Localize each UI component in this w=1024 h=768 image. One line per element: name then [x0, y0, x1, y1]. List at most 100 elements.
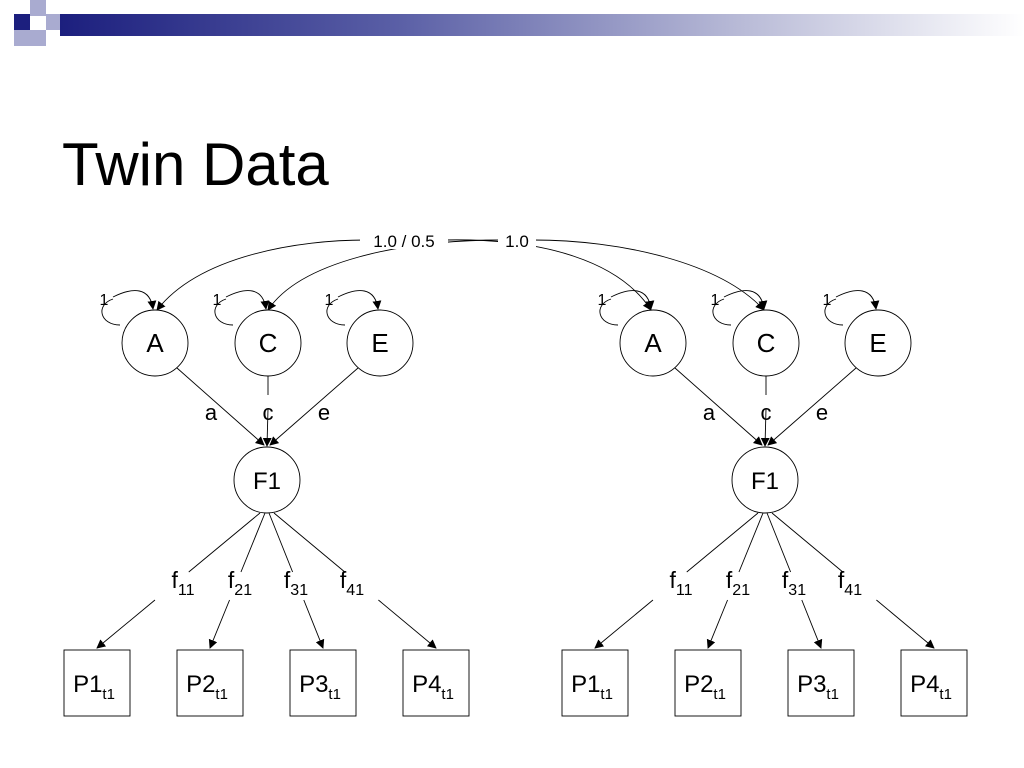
factor-loading-label-subscript: 31 [290, 582, 308, 599]
indicator-box [402, 649, 470, 717]
variance-loop [599, 298, 619, 326]
e-latent-circle [844, 309, 912, 377]
indicator-label-main: P3 [299, 671, 328, 698]
factor-loading-path [240, 512, 266, 573]
a-loading-label: a [703, 400, 716, 425]
factor-loading-path [766, 512, 792, 573]
a-loading-path [674, 367, 763, 446]
logo-square-dark [14, 14, 30, 30]
factor-loading-label: f21 [726, 567, 750, 599]
factor-loading-label-main: f [284, 567, 291, 593]
logo-square-light [46, 14, 62, 30]
indicator-label: P2t1 [186, 671, 228, 703]
indicator-label-main: P4 [910, 671, 939, 698]
e-latent-label: E [371, 328, 388, 358]
e-latent-circle [346, 309, 414, 377]
indicator-box [900, 649, 968, 717]
c-correlation-label: 1.0 [505, 232, 529, 251]
indicator-label-subscript: t1 [328, 686, 341, 703]
indicator-label-main: P1 [73, 671, 102, 698]
e-loading-path [767, 367, 857, 446]
factor-loading-label: f11 [670, 567, 693, 599]
a-loading-label: a [205, 400, 218, 425]
factor-label: F1 [751, 468, 779, 495]
factor-loading-path [273, 512, 346, 573]
indicator-label: P2t1 [684, 671, 726, 703]
page-title: Twin Data [62, 131, 329, 198]
label-backdrop [498, 229, 536, 249]
c-loading-label: c [761, 400, 772, 425]
factor-loading-path [303, 599, 325, 649]
variance-loop [214, 298, 234, 326]
variance-label: 1 [100, 292, 109, 309]
factor-loading-label-main: f [838, 567, 845, 593]
variance-loop [225, 290, 270, 310]
c-latent-label: C [259, 328, 278, 358]
variance-loop [337, 290, 382, 310]
factor-loading-path [594, 599, 654, 649]
variance-loop [824, 298, 844, 326]
factor-loading-path [706, 599, 728, 649]
variance-loop [835, 290, 880, 310]
indicator-box [674, 649, 742, 717]
c-latent-label: C [757, 328, 776, 358]
variance-loop [610, 290, 655, 310]
a-correlation-path [444, 239, 652, 311]
factor-loading-path [686, 512, 759, 573]
a-latent-label: A [146, 328, 164, 358]
indicator-label-main: P3 [797, 671, 826, 698]
c-loading-path [760, 408, 770, 447]
indicator-label: P1t1 [73, 671, 115, 703]
e-loading-label: e [816, 400, 828, 425]
variance-loop [723, 290, 768, 310]
factor-loading-label-subscript: 11 [178, 582, 195, 599]
c-correlation-path [267, 239, 503, 311]
indicator-label: P4t1 [412, 671, 454, 703]
e-loading-path [269, 367, 359, 446]
factor-loading-label-main: f [782, 567, 789, 593]
header-bar [60, 14, 1024, 36]
factor-loading-label-subscript: 21 [234, 582, 252, 599]
factor-loading-label: f31 [284, 567, 308, 599]
logo-square-light [30, 30, 46, 46]
factor-loading-path [876, 599, 935, 649]
indicator-label-subscript: t1 [600, 686, 613, 703]
factor-loading-label-main: f [228, 567, 235, 593]
indicator-label-main: P4 [412, 671, 441, 698]
indicator-box [176, 649, 244, 717]
indicator-box [289, 649, 357, 717]
indicator-label-subscript: t1 [102, 686, 115, 703]
c-loading-path [262, 408, 272, 447]
a-loading-path [176, 367, 265, 446]
factor-loading-label: f21 [228, 567, 252, 599]
factor-loading-path [188, 512, 261, 573]
indicator-label-subscript: t1 [215, 686, 228, 703]
logo-square-light [14, 30, 30, 46]
indicator-label-main: P2 [684, 671, 713, 698]
factor-loading-path [268, 512, 294, 573]
factor-loading-label-subscript: 41 [844, 582, 862, 599]
factor-loading-label-main: f [340, 567, 347, 593]
variance-loop [112, 290, 157, 310]
a-latent-circle [619, 309, 687, 377]
indicator-label: P3t1 [797, 671, 839, 703]
variance-loop [326, 298, 346, 326]
indicator-label-main: P1 [571, 671, 600, 698]
factor-loading-label-subscript: 41 [346, 582, 364, 599]
indicator-label-subscript: t1 [939, 686, 952, 703]
factor-loading-path [801, 599, 823, 649]
factor-circle [731, 446, 799, 514]
factor-loading-path [771, 512, 844, 573]
variance-loop [101, 298, 121, 326]
factor-loading-label: f11 [172, 567, 195, 599]
a-correlation-path [156, 239, 367, 311]
factor-loading-label-main: f [670, 567, 677, 593]
indicator-label-subscript: t1 [826, 686, 839, 703]
factor-loading-label-subscript: 31 [788, 582, 806, 599]
variance-label: 1 [213, 292, 222, 309]
logo-square-light [30, 0, 46, 16]
factor-loading-path [208, 599, 230, 649]
a-latent-circle [121, 309, 189, 377]
c-loading-label: c [263, 400, 274, 425]
